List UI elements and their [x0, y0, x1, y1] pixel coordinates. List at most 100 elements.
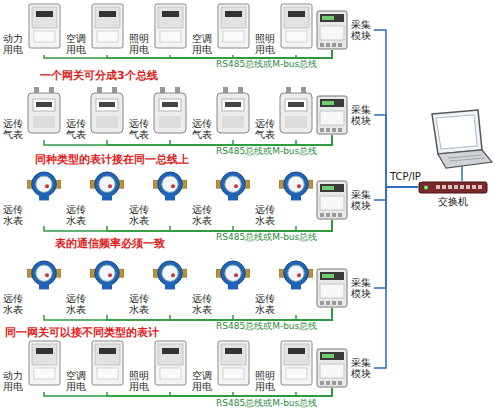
meter-label: 远传 水表	[255, 204, 276, 226]
bus-line	[296, 308, 332, 320]
meter-label: 照明 用电	[129, 33, 150, 55]
network-cable	[374, 30, 418, 187]
bus-line	[44, 50, 332, 58]
meter-node: 空调 用电	[66, 3, 124, 55]
note-text: 同一网关可以接不同类型的表计	[5, 327, 159, 339]
meter-node: 远传 水表	[129, 168, 187, 226]
bus-line	[233, 388, 332, 396]
meter-node: 远传 水表	[66, 168, 124, 226]
meter-node: 远传 气表	[3, 86, 61, 140]
network-cable	[374, 187, 418, 288]
meter-icon	[216, 86, 250, 138]
meter-node: 远传 水表	[66, 257, 124, 315]
meter-label: 远传 水表	[3, 204, 24, 226]
bus-label: RS485总线或M-bus总线	[215, 399, 318, 409]
meter-label: 远传 水表	[192, 204, 213, 226]
bus-label: RS485总线或M-bus总线	[215, 147, 318, 157]
meter-label: 远传 水表	[3, 293, 24, 315]
note-text: 一个网关可分成3个总线	[40, 70, 158, 82]
meter-node: 照明 用电	[255, 3, 313, 55]
meter-icon	[91, 340, 124, 390]
meter-node: 动力 用电	[3, 3, 61, 55]
meter-icon	[28, 340, 61, 390]
meter-icon	[154, 340, 187, 390]
meter-label: 远传 气表	[66, 118, 87, 140]
meter-icon	[217, 3, 250, 53]
bus-label: RS485总线或M-bus总线	[215, 60, 318, 70]
collector-module-icon	[316, 10, 348, 50]
meter-label: 照明 用电	[255, 33, 276, 55]
meter-icon	[27, 257, 61, 293]
meter-node: 空调 用电	[66, 340, 124, 392]
bus-line	[44, 388, 332, 396]
meter-icon	[153, 86, 187, 138]
meter-icon	[217, 340, 250, 390]
switch-label: 交换机	[438, 196, 468, 207]
meter-label: 远传 气表	[3, 118, 24, 140]
meter-node: 远传 水表	[192, 168, 250, 226]
meter-label: 动力 用电	[3, 370, 24, 392]
meter-icon	[279, 168, 313, 204]
meter-node: 远传 气表	[66, 86, 124, 140]
collector-label: 采集 模块	[351, 189, 372, 211]
meter-label: 远传 气表	[129, 118, 150, 140]
meter-node: 远传 水表	[3, 257, 61, 315]
bus-label: RS485总线或M-bus总线	[215, 322, 318, 332]
laptop	[432, 110, 492, 168]
bus-line	[233, 135, 332, 145]
meter-node: 远传 水表	[255, 257, 313, 315]
meter-label: 空调 用电	[192, 33, 213, 55]
bus-line	[44, 308, 332, 320]
collector-label: 采集 模块	[351, 19, 372, 41]
meter-icon	[154, 3, 187, 53]
meter-label: 动力 用电	[3, 33, 24, 55]
collector-node: 采集 模块	[316, 180, 374, 220]
meter-node: 远传 水表	[255, 168, 313, 226]
protocol-label: TCP/IP	[389, 171, 422, 182]
network-cable	[374, 187, 418, 368]
meter-node: 远传 气表	[129, 86, 187, 140]
note-text: 表的通信频率必须一致	[55, 238, 165, 250]
collector-label: 采集 模块	[351, 277, 372, 299]
meter-label: 远传 水表	[129, 204, 150, 226]
bus-line	[44, 220, 332, 231]
bus-line	[296, 220, 332, 231]
meter-label: 照明 用电	[255, 370, 276, 392]
collector-node: 采集 模块	[316, 348, 374, 388]
meter-node: 照明 用电	[255, 340, 313, 392]
bus-line	[296, 388, 332, 396]
meter-icon	[279, 86, 313, 138]
meter-node: 远传 气表	[192, 86, 250, 140]
collector-module-icon	[316, 180, 348, 220]
meter-label: 远传 水表	[129, 293, 150, 315]
meter-node: 照明 用电	[129, 340, 187, 392]
switch-icon	[418, 181, 488, 194]
meter-node: 空调 用电	[192, 340, 250, 392]
meter-icon	[91, 3, 124, 53]
meter-node: 远传 气表	[255, 86, 313, 140]
meter-node: 照明 用电	[129, 3, 187, 55]
meter-icon	[27, 168, 61, 204]
meter-label: 远传 水表	[66, 204, 87, 226]
collector-label: 采集 模块	[351, 357, 372, 379]
meter-icon	[279, 257, 313, 293]
meter-icon	[280, 340, 313, 390]
bus-line	[44, 135, 332, 145]
meter-icon	[153, 168, 187, 204]
meter-icon	[280, 3, 313, 53]
collector-module-icon	[316, 95, 348, 135]
meter-label: 远传 水表	[66, 293, 87, 315]
meter-icon	[90, 86, 124, 138]
meter-node: 远传 水表	[129, 257, 187, 315]
meter-label: 空调 用电	[192, 370, 213, 392]
laptop-cable	[461, 166, 463, 181]
meter-label: 空调 用电	[66, 33, 87, 55]
bus-line	[296, 135, 332, 145]
meter-label: 空调 用电	[66, 370, 87, 392]
meter-icon	[90, 257, 124, 293]
meter-icon	[216, 168, 250, 204]
bus-line	[296, 50, 332, 58]
collector-node: 采集 模块	[316, 268, 374, 308]
meter-node: 空调 用电	[192, 3, 250, 55]
